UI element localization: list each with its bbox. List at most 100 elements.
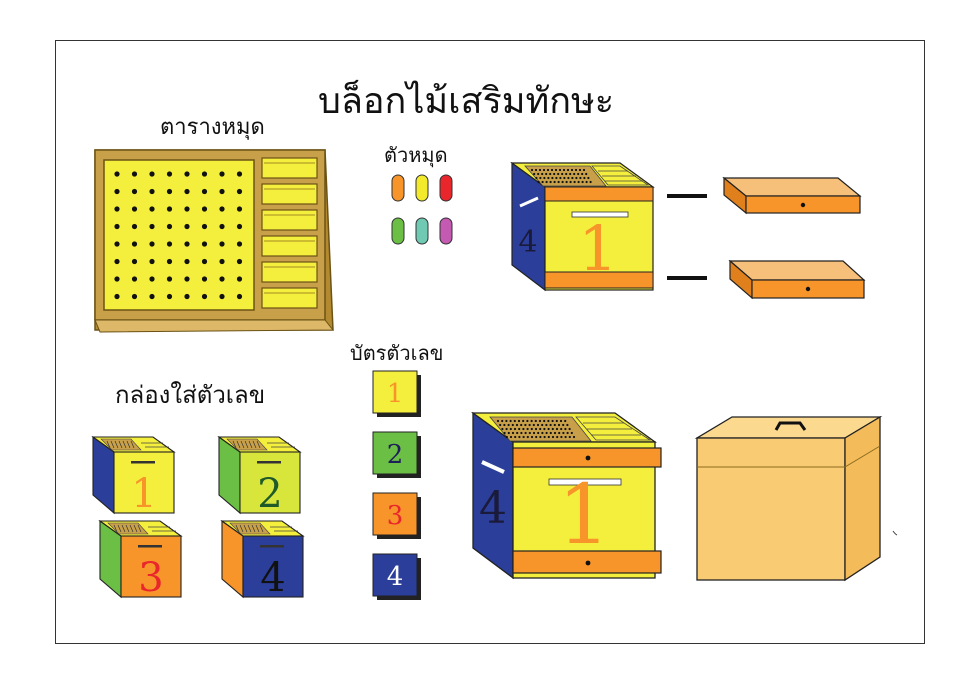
number-boxes: 1 2 3 4 [91,435,305,601]
peg-hole [131,171,138,177]
cabinet-large-front-number: 1 [558,468,610,563]
peg-hole [219,223,225,230]
peg-hole [166,241,173,247]
number-card: 1 [372,370,421,417]
peg-hole [236,276,243,282]
peg-hole [149,293,155,300]
peg-hole [166,276,173,282]
number-card: 2 [372,431,421,478]
number-box-digit: 3 [138,555,163,601]
peg-hole [201,171,208,177]
drawer-upper [722,176,862,215]
peg-hole [149,276,155,282]
peg-hole [149,171,155,177]
peg-hole [236,241,243,247]
peg-hole [184,206,190,212]
peg-hole [114,241,120,247]
peg-hole [201,206,208,212]
peg-hole [131,276,138,282]
peg-hole [201,258,208,265]
peg-hole [184,276,190,282]
board-tray [261,235,318,257]
number-card-label: 2 [387,440,404,470]
peg [439,174,453,202]
number-card-label: 4 [387,562,404,592]
peg-hole [149,241,155,247]
peg-hole [184,258,190,265]
peg-hole [149,188,155,195]
peg-hole [184,293,190,300]
peg-hole [131,258,138,265]
peg-hole [131,206,138,212]
peg-hole [219,188,225,195]
number-cards-label: บัตรตัวเลข [350,341,444,365]
lid-handle-icon [774,421,807,431]
peg-hole [131,188,138,195]
number-box: 3 [98,519,183,601]
peg-grid [103,159,255,311]
board-trays [261,157,318,309]
peg-hole [114,206,120,212]
peg-hole [166,258,173,265]
peg-hole [236,223,243,230]
peg-hole [166,223,173,230]
peg-hole [114,293,120,300]
peg-hole [219,206,225,212]
peg-hole [219,258,225,265]
number-box-digit: 2 [257,471,282,517]
cabinet-large-side-number: 4 [479,483,507,534]
board-tray [261,287,318,309]
peg-hole [219,276,225,282]
lid-front [696,437,846,581]
peg [439,217,453,245]
peg-hole [149,258,155,265]
number-card-label: 3 [387,501,404,531]
peg-hole [114,258,120,265]
peg-board-label: ตารางหมุด [160,115,265,140]
peg-holes [114,171,243,300]
number-box-digit: 4 [260,555,285,601]
peg-hole [236,293,243,300]
peg-hole [114,223,120,230]
peg-hole [184,171,190,177]
peg-hole [201,188,208,195]
poster-frame [55,40,925,644]
peg [391,174,405,202]
peg-hole [166,206,173,212]
board-tray [261,209,318,231]
peg-set [391,174,453,245]
peg-hole [219,171,225,177]
peg-hole [184,223,190,230]
poster-title: บล็อกไม้เสริมทักษะ [318,81,615,122]
peg-hole [184,241,190,247]
pegs-label: ตัวหมุด [384,143,448,167]
lid-side [844,415,881,582]
peg-hole [201,276,208,282]
peg-hole [236,258,243,265]
peg-hole [236,206,243,212]
peg-hole [114,276,120,282]
board-tray [261,157,318,179]
board-tray [261,261,318,283]
peg-hole [114,171,120,177]
peg-hole [131,293,138,300]
cabinet-small: 1 4 [510,161,655,292]
number-card: 4 [372,553,421,600]
number-card: 3 [372,492,421,539]
number-box: 4 [220,519,305,601]
peg-hole [166,293,173,300]
peg-hole [131,223,138,230]
number-box-digit: 1 [131,471,156,517]
storage-lid-box [694,415,883,582]
peg-board [94,149,335,333]
board-tray [261,183,318,205]
cabinet-small-front-number: 1 [578,212,617,285]
peg-hole [219,293,225,300]
drawer-lower [728,259,866,300]
peg-hole [149,223,155,230]
number-box: 2 [217,435,302,517]
peg [391,217,405,245]
peg-hole [149,206,155,212]
peg-hole [201,223,208,230]
